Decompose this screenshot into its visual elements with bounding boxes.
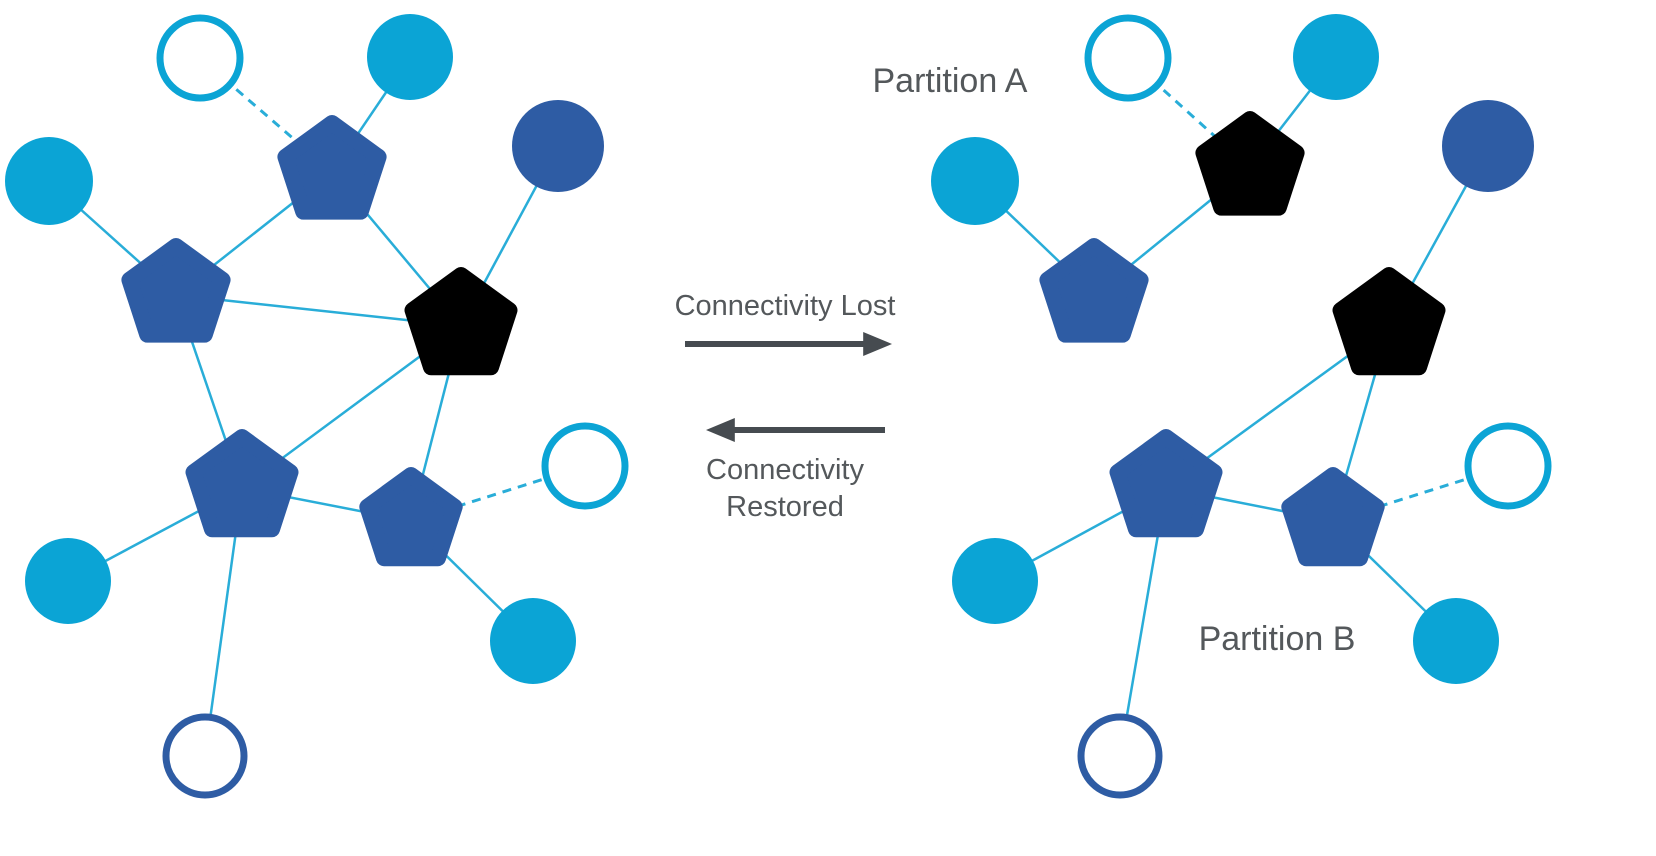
node-pentagon-dark [185,429,299,538]
node-pentagon-dark [277,115,387,220]
node-circle-cyan [1293,14,1379,100]
node-circle-cyan [5,137,93,225]
node-circle-outline-cyan [1084,14,1172,102]
node-pentagon-dark [1109,429,1223,538]
connectivity-restored-label: Connectivity Restored [706,452,864,526]
node-pentagon-dark [121,238,231,343]
node-circle-outline-dark [162,713,248,799]
node-circle-outline-cyan [1464,422,1552,510]
node-pentagon-black [1195,111,1305,216]
connectivity-lost-label: Connectivity Lost [674,290,896,322]
transition-arrows-layer [685,332,892,442]
node-pentagon-dark [359,467,463,567]
node-circle-cyan [367,14,453,100]
node-circle-cyan [1413,598,1499,684]
node-circle-outline-cyan [156,14,244,102]
node-circle-outline-cyan [541,422,629,510]
partition-a-label: Partition A [872,62,1028,100]
node-pentagon-black [1332,267,1446,376]
connectivity-restored-line1: Connectivity [706,454,864,486]
node-circle-outline-dark [1077,713,1163,799]
node-circle-cyan [931,137,1019,225]
partition-b-label: Partition B [1198,620,1356,658]
node-circle-cyan [490,598,576,684]
node-pentagon-dark [1039,238,1149,343]
node-circle-cyan [952,538,1038,624]
connectivity-restored-line2: Restored [726,491,844,523]
network-original [5,14,629,799]
node-circle-dark [1442,100,1534,192]
node-pentagon-dark [1281,467,1385,567]
networks-layer [5,14,1552,799]
network-partitioned [931,14,1552,799]
node-pentagon-black [404,267,518,376]
node-circle-cyan [25,538,111,624]
node-circle-dark [512,100,604,192]
